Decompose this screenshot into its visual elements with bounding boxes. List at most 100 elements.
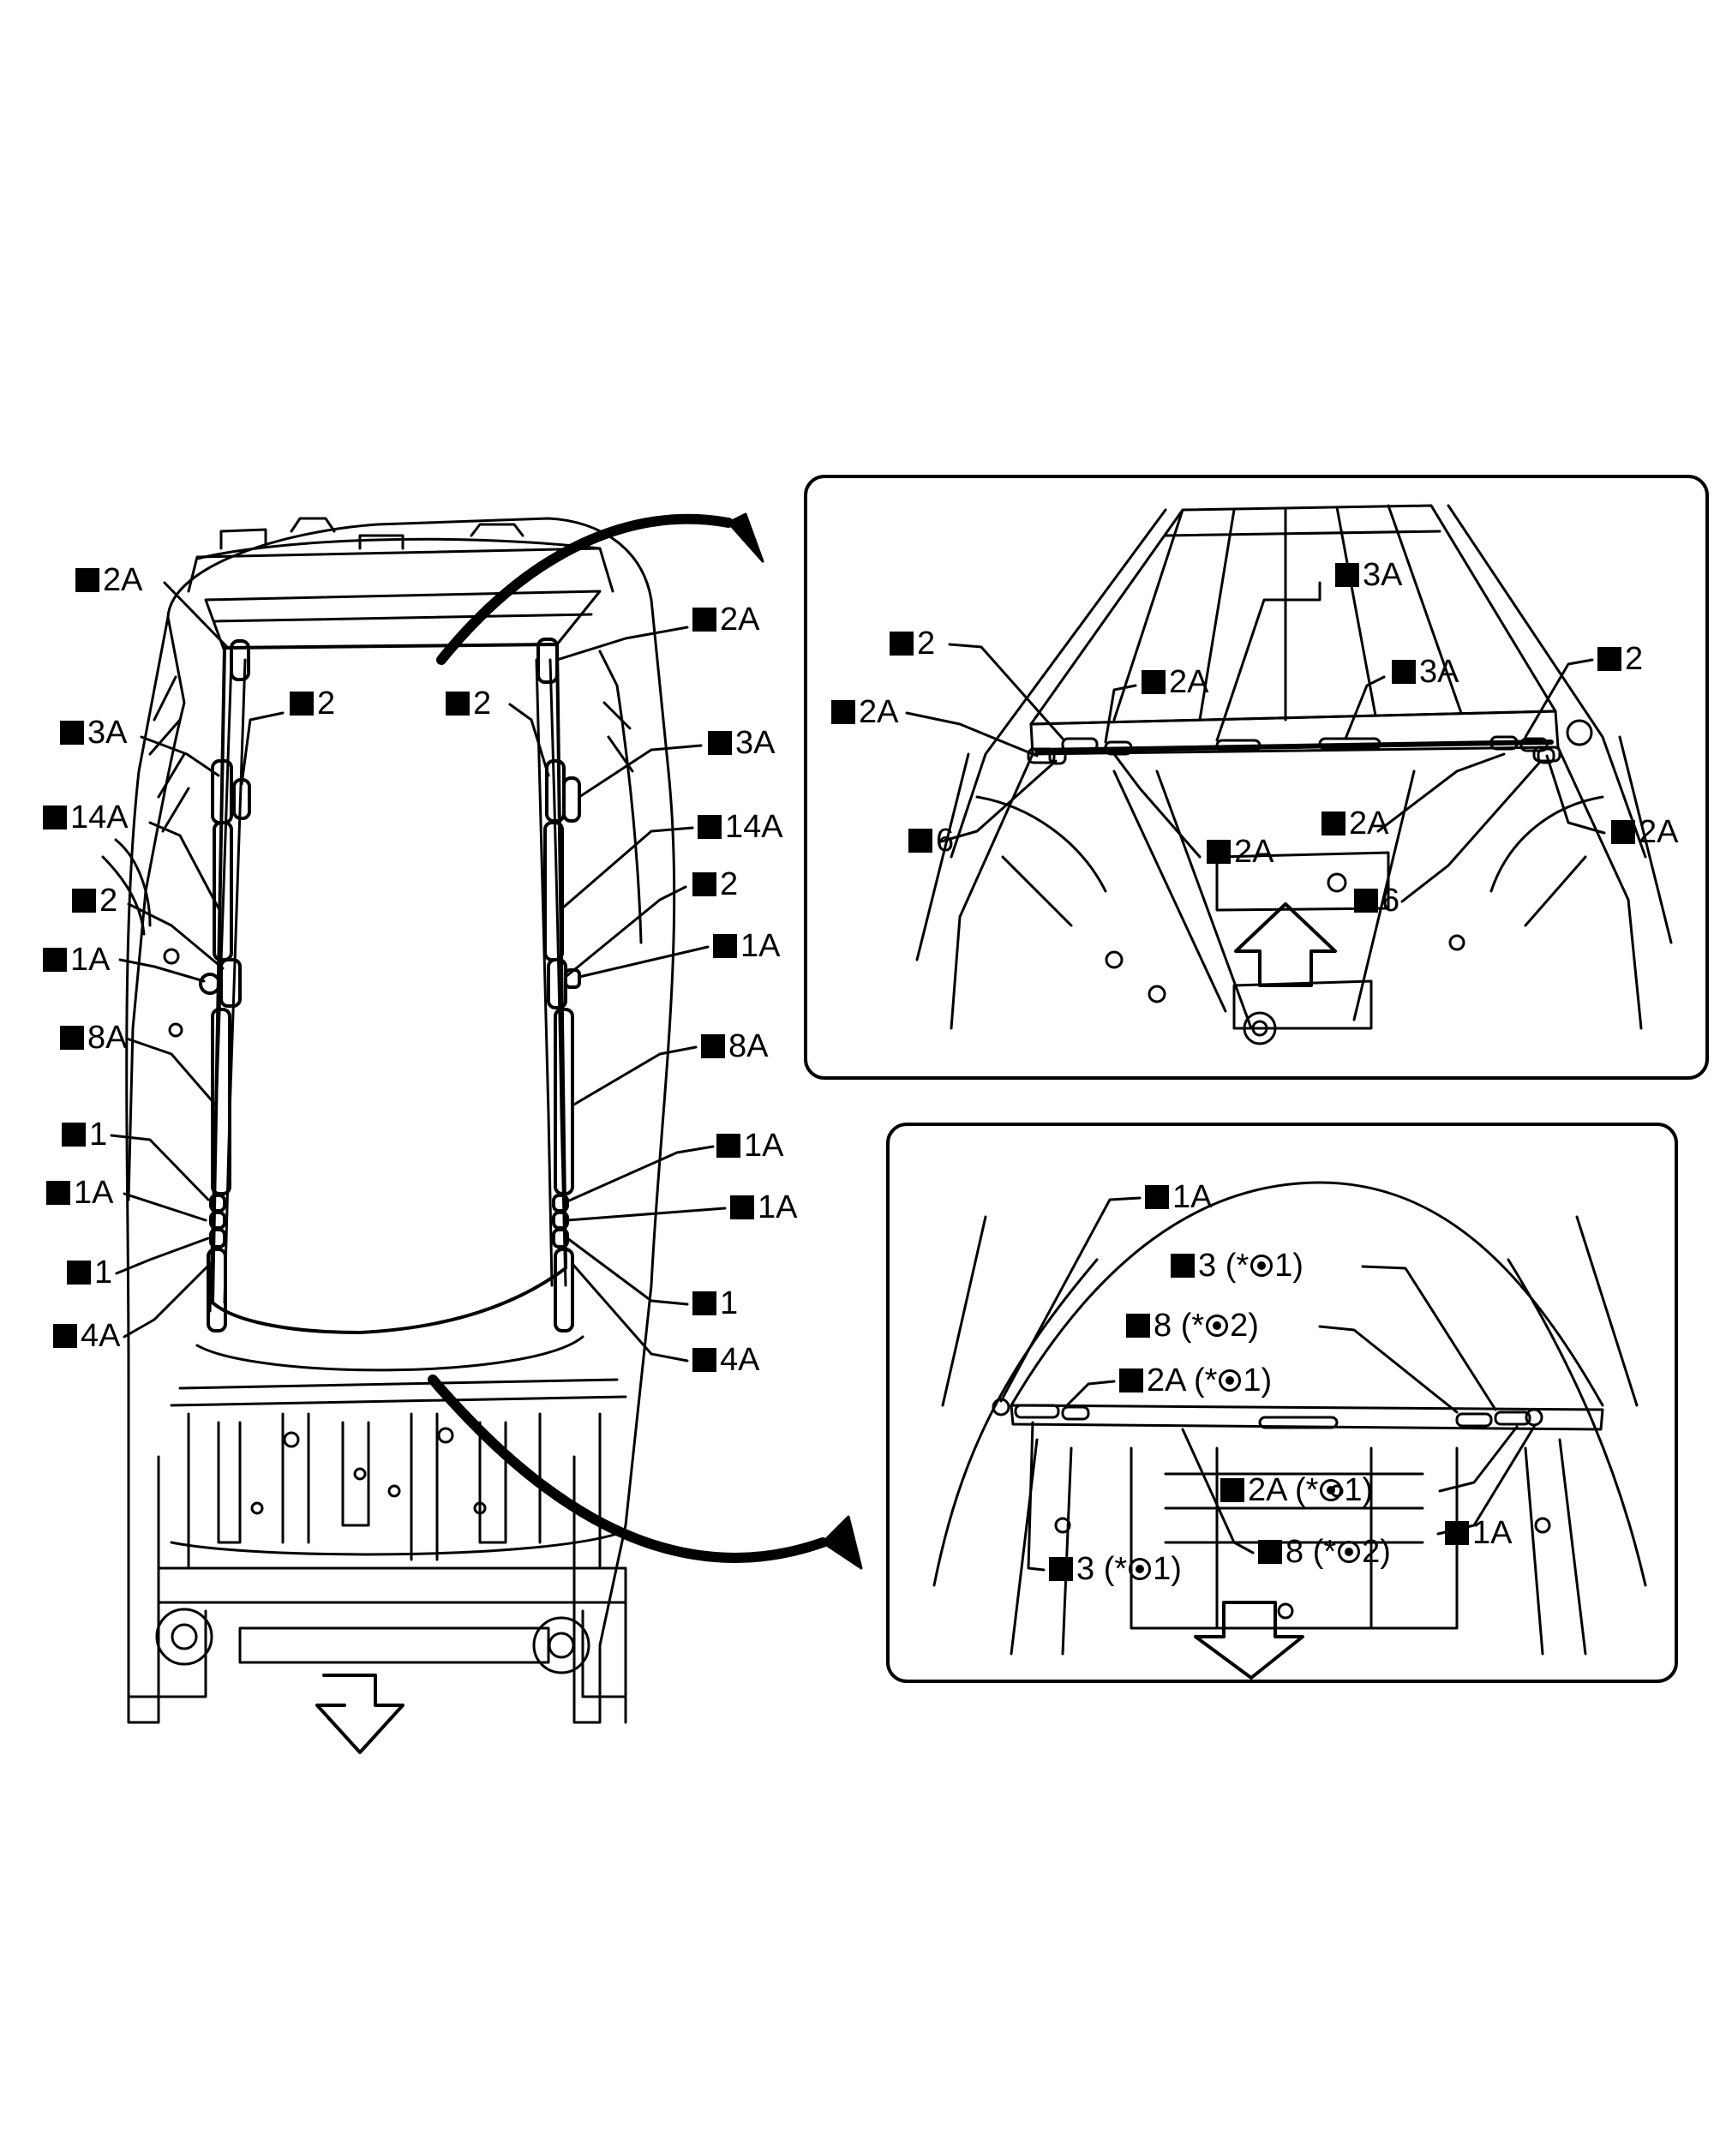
spot-weld-circle-icon bbox=[1250, 1255, 1274, 1277]
label-text: 1A bbox=[1472, 1515, 1513, 1551]
material-square-icon bbox=[1354, 889, 1378, 913]
label-text: 14A bbox=[70, 800, 129, 835]
label-text: 3A bbox=[87, 715, 128, 751]
main-left-label-l3: 3A bbox=[60, 716, 127, 749]
material-square-icon bbox=[446, 692, 470, 716]
label-text: 8 (* bbox=[1154, 1308, 1205, 1344]
bottom-inset-label-b1: 1A bbox=[1145, 1181, 1212, 1213]
main-left-label-l7: 8A bbox=[60, 1021, 127, 1054]
bottom-inset-label-b8: 8 (* 2) bbox=[1258, 1536, 1391, 1568]
label-text: 1A bbox=[74, 1175, 114, 1211]
material-square-icon bbox=[1392, 660, 1416, 684]
material-square-icon bbox=[1321, 811, 1345, 835]
top-inset-label-t11: 6 bbox=[1354, 884, 1399, 917]
vehicle-body-top-view bbox=[101, 512, 863, 1754]
material-square-icon bbox=[60, 1026, 84, 1050]
label-text: 2 bbox=[99, 883, 118, 919]
material-square-icon bbox=[701, 1034, 725, 1058]
ref-number: 1) bbox=[1153, 1551, 1182, 1587]
label-text: 8 (* bbox=[1286, 1534, 1337, 1570]
label-text: 2A bbox=[720, 602, 760, 638]
material-square-icon bbox=[1445, 1521, 1469, 1545]
main-left-label-l5: 2 bbox=[72, 884, 117, 917]
material-square-icon bbox=[890, 632, 914, 656]
label-text: 2A (* bbox=[1248, 1472, 1319, 1508]
main-left-label-l2: 2 bbox=[290, 687, 335, 720]
spot-weld-circle-icon bbox=[1219, 1369, 1242, 1392]
label-text: 2A bbox=[103, 562, 143, 598]
ref-number: 2) bbox=[1362, 1534, 1391, 1570]
label-text: 2A bbox=[859, 694, 899, 730]
label-text: 1A bbox=[758, 1189, 798, 1225]
main-right-label-r9: 1A bbox=[730, 1191, 797, 1224]
main-right-label-r10: 1 bbox=[692, 1287, 738, 1320]
label-text: 1A bbox=[1172, 1179, 1213, 1215]
label-text: 2 bbox=[1625, 641, 1644, 677]
material-square-icon bbox=[1207, 840, 1231, 864]
material-square-icon bbox=[1335, 563, 1359, 587]
spot-weld-circle-icon bbox=[1129, 1558, 1152, 1580]
main-left-label-l8: 1 bbox=[62, 1118, 107, 1151]
main-left-label-l11: 4A bbox=[53, 1320, 120, 1352]
top-inset-label-t7: 2A bbox=[1321, 807, 1388, 840]
top-inset-label-t4: 3A bbox=[1392, 656, 1459, 688]
material-square-icon bbox=[1142, 670, 1166, 694]
ref-number: 1) bbox=[1344, 1472, 1374, 1508]
bottom-inset-label-b2: 3 (* 1) bbox=[1171, 1249, 1303, 1282]
top-inset-label-t8: 2A bbox=[1611, 816, 1678, 848]
ref-number: 1) bbox=[1274, 1248, 1303, 1284]
material-square-icon bbox=[72, 889, 96, 913]
material-square-icon bbox=[692, 1348, 716, 1372]
label-text: 8A bbox=[728, 1028, 769, 1064]
material-square-icon bbox=[53, 1324, 77, 1348]
label-text: 3 (* bbox=[1076, 1551, 1128, 1587]
material-square-icon bbox=[1145, 1185, 1169, 1209]
spot-weld-circle-icon bbox=[1338, 1541, 1361, 1563]
label-text: 4A bbox=[81, 1318, 121, 1354]
label-text: 2 bbox=[720, 866, 739, 902]
material-square-icon bbox=[290, 692, 314, 716]
main-left-label-l1: 2A bbox=[75, 564, 142, 596]
material-square-icon bbox=[708, 731, 732, 755]
label-text: 2A bbox=[1639, 814, 1679, 850]
material-square-icon bbox=[716, 1134, 740, 1158]
material-square-icon bbox=[730, 1195, 754, 1219]
label-text: 3A bbox=[735, 725, 776, 761]
material-square-icon bbox=[60, 721, 84, 745]
ref-number: 1) bbox=[1243, 1362, 1273, 1398]
main-right-label-r8: 1A bbox=[716, 1129, 783, 1162]
main-right-label-r11: 4A bbox=[692, 1344, 759, 1376]
material-square-icon bbox=[43, 948, 67, 972]
main-left-label-l10: 1 bbox=[67, 1256, 112, 1289]
top-inset-label-t2: 2 bbox=[890, 627, 935, 660]
label-text: 2A bbox=[1169, 664, 1209, 700]
material-square-icon bbox=[698, 815, 722, 839]
material-square-icon bbox=[692, 608, 716, 632]
material-square-icon bbox=[692, 1291, 716, 1315]
label-text: 2A bbox=[1349, 806, 1389, 841]
bottom-inset-label-b7: 3 (* 1) bbox=[1049, 1553, 1182, 1585]
spot-weld-circle-icon bbox=[1320, 1479, 1343, 1501]
main-right-label-r7: 8A bbox=[701, 1030, 768, 1063]
material-square-icon bbox=[1220, 1478, 1244, 1502]
label-text: 3 (* bbox=[1198, 1248, 1250, 1284]
material-square-icon bbox=[62, 1123, 86, 1147]
label-text: 1 bbox=[89, 1117, 108, 1153]
top-inset-label-t6: 2A bbox=[831, 696, 898, 728]
material-square-icon bbox=[1126, 1314, 1150, 1338]
bottom-inset-front-view bbox=[886, 1123, 1678, 1683]
top-inset-label-t9: 6 bbox=[908, 824, 954, 857]
material-square-icon bbox=[1611, 820, 1635, 844]
label-text: 2 bbox=[917, 626, 936, 662]
main-left-label-l9: 1A bbox=[46, 1177, 113, 1209]
bottom-inset-label-b6: 1A bbox=[1445, 1517, 1512, 1549]
label-text: 2A bbox=[1234, 834, 1274, 870]
material-square-icon bbox=[908, 829, 932, 853]
label-text: 6 bbox=[936, 823, 955, 859]
material-square-icon bbox=[1258, 1540, 1282, 1564]
top-inset-label-t1: 3A bbox=[1335, 559, 1402, 591]
label-text: 1A bbox=[740, 928, 781, 964]
label-text: 1A bbox=[70, 942, 111, 978]
material-square-icon bbox=[831, 700, 855, 724]
